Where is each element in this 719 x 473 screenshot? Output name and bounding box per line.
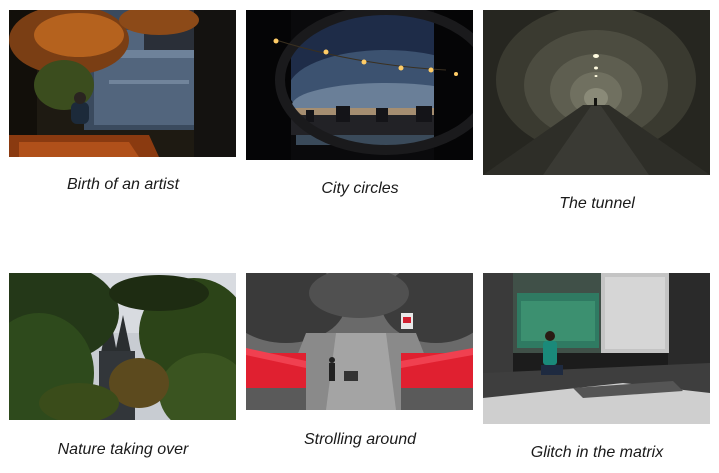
photo-the-tunnel-image (483, 10, 710, 175)
photo-birth-of-an-artist-image (9, 10, 236, 157)
photo-city-circles-image (246, 10, 473, 160)
photo-nature-taking-over-image (9, 273, 236, 420)
caption-city-circles: City circles (321, 180, 399, 197)
photo-strolling-around-image (246, 273, 473, 410)
photo-nature-taking-over[interactable] (9, 273, 236, 420)
photo-city-circles[interactable] (246, 10, 473, 160)
caption-strolling-around: Strolling around (303, 431, 417, 448)
caption-the-tunnel: The tunnel (559, 195, 635, 212)
photo-glitch-in-the-matrix-image (483, 273, 710, 424)
caption-glitch-in-the-matrix: Glitch in the matrix (530, 444, 664, 461)
caption-nature-taking-over: Nature taking over (57, 441, 189, 458)
photo-glitch-in-the-matrix[interactable] (483, 273, 710, 424)
photo-birth-of-an-artist[interactable] (9, 10, 236, 157)
photo-strolling-around[interactable] (246, 273, 473, 410)
caption-birth-of-an-artist: Birth of an artist (66, 176, 180, 193)
photo-the-tunnel[interactable] (483, 10, 710, 175)
